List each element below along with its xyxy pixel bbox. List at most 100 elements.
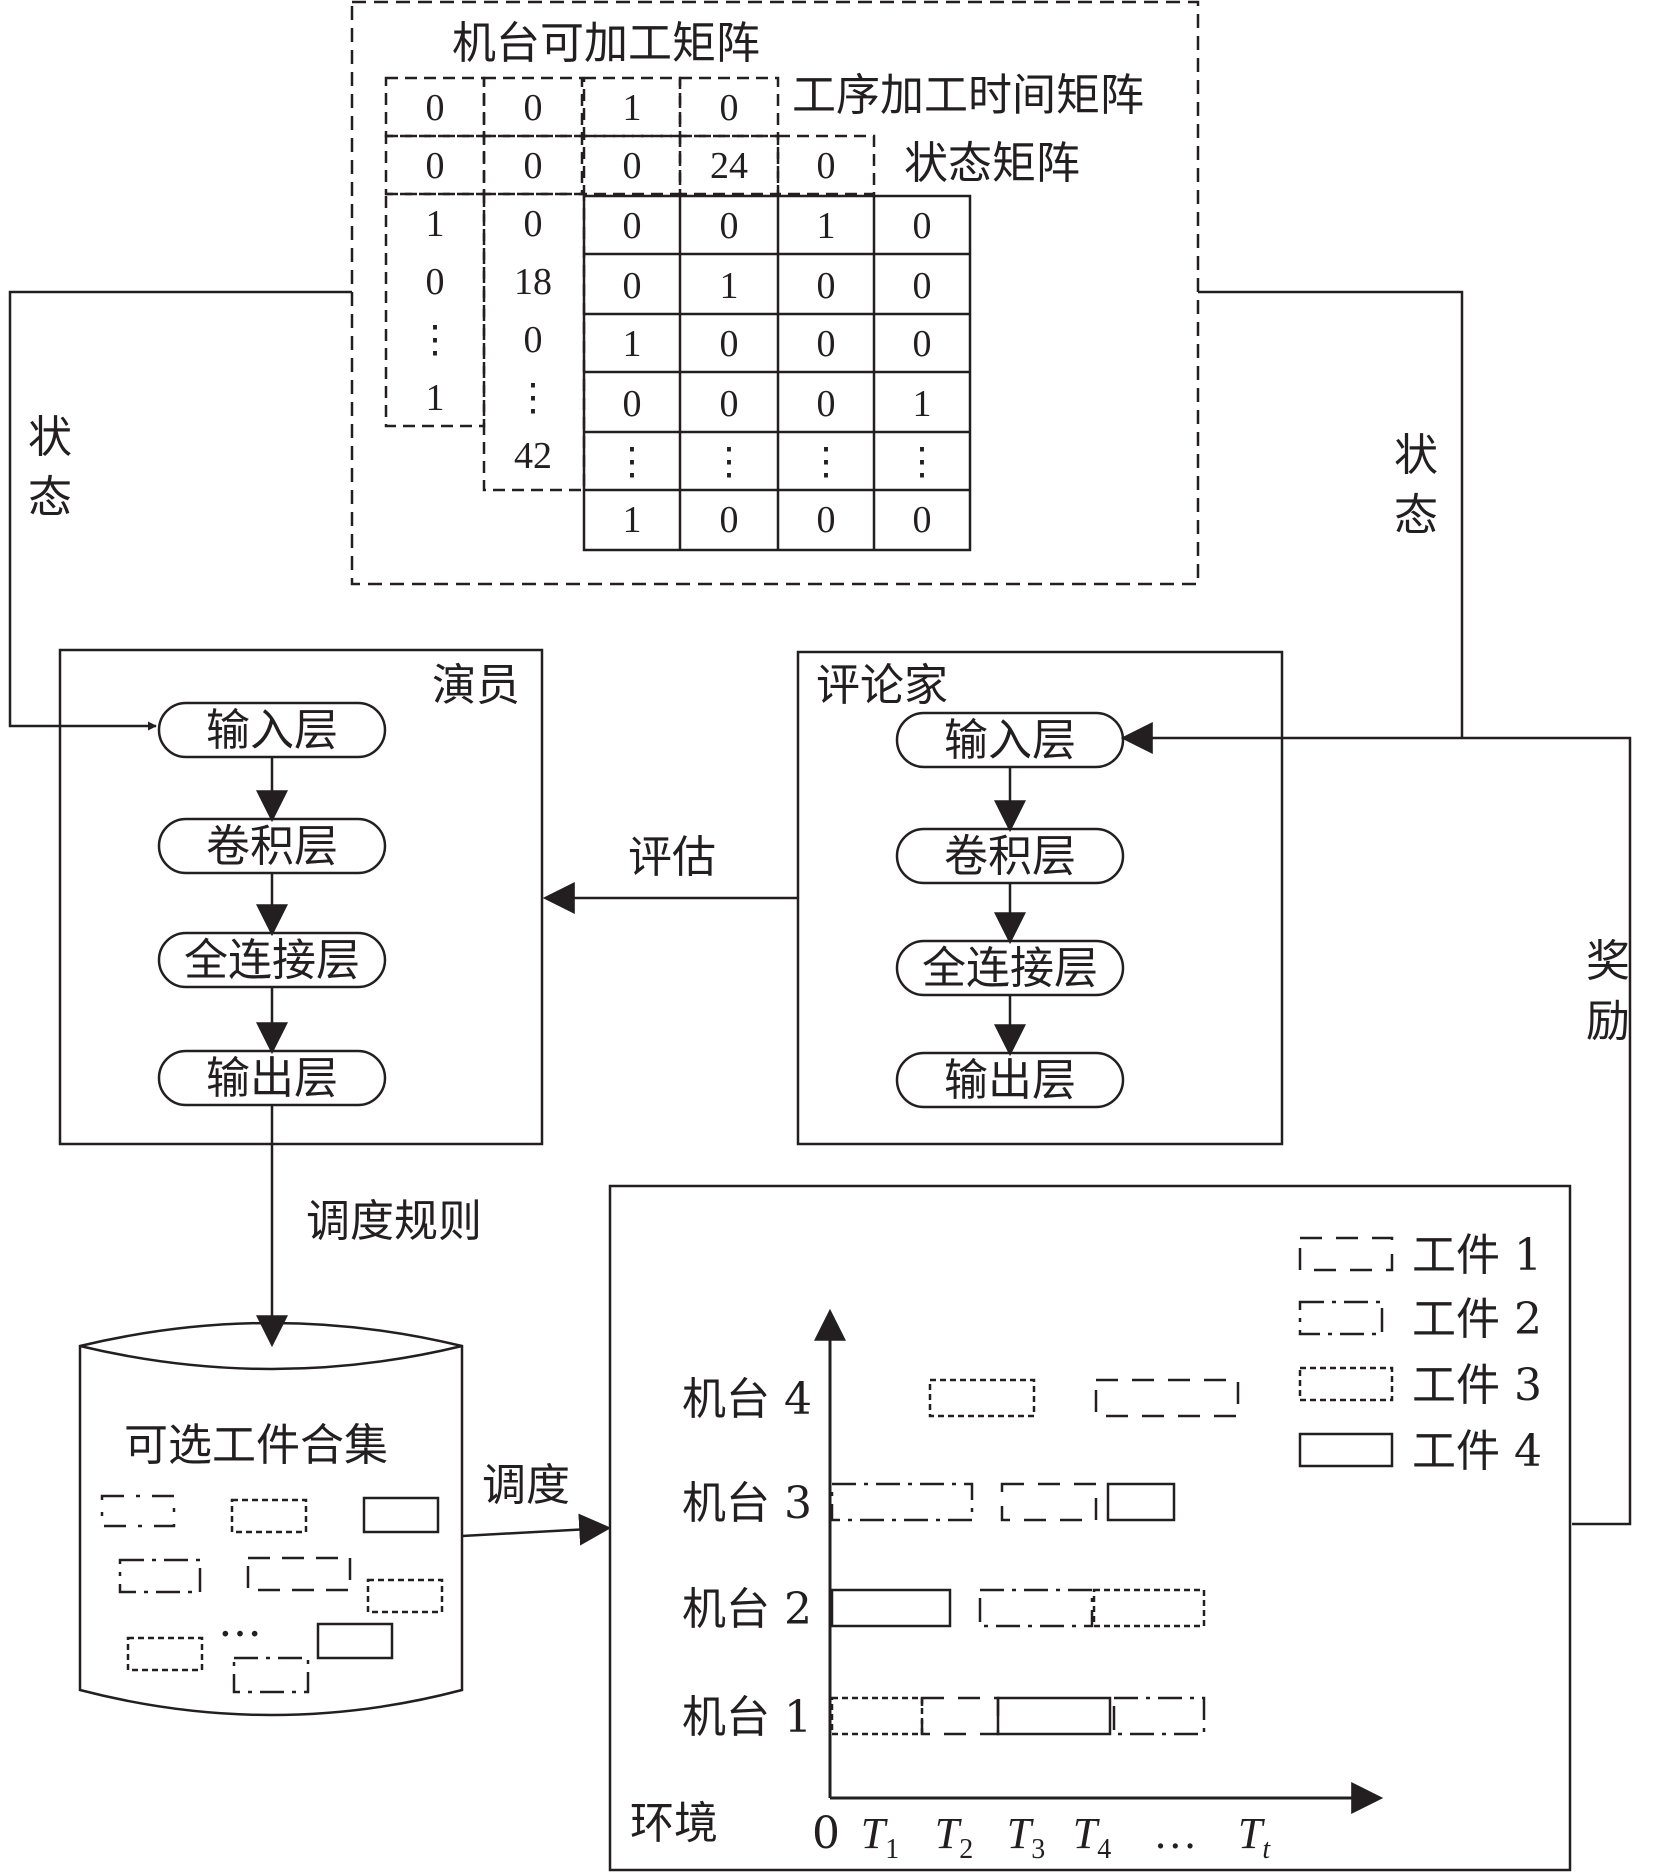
state-to-critic-line <box>1198 290 1464 738</box>
matrix-cell: 0 <box>426 145 445 187</box>
actor-layer-label: 输入层 <box>206 705 338 756</box>
bar-m1-job3 <box>830 1696 924 1736</box>
legend-label: 工件 2 <box>1412 1294 1542 1345</box>
environment-label: 环境 <box>630 1798 718 1849</box>
state-matrix-cell: 0 <box>720 205 739 247</box>
critic-box <box>796 650 1284 1146</box>
matrix-cell: 1 <box>426 377 445 419</box>
state-matrix-cell: 1 <box>913 383 932 425</box>
legend-labels: 工件 1 工件 2 工件 3 工件 4 <box>1412 1230 1542 1477</box>
matrix-cell: ⋮ <box>416 319 454 361</box>
machine-matrix-title: 机台可加工矩阵 <box>452 18 760 69</box>
actor-box <box>58 648 544 1146</box>
state-to-actor-arrow <box>8 290 352 731</box>
legend-label: 工件 1 <box>1412 1230 1542 1281</box>
machine-matrix-grid <box>384 76 876 492</box>
pool-cylinder <box>78 1321 464 1717</box>
machine-label: 机台 1 <box>682 1692 812 1743</box>
gantt-bars <box>830 1378 1240 1736</box>
bar-m4-job3 <box>928 1378 1036 1418</box>
state-matrix-cell: 0 <box>817 323 836 365</box>
state-matrix-cell: 1 <box>623 499 642 541</box>
matrix-cell: 1 <box>426 203 445 245</box>
matrix-cell: 0 <box>817 145 836 187</box>
critic-layer-label: 输入层 <box>944 715 1076 766</box>
bar-m2-job4 <box>830 1588 952 1628</box>
matrix-cell: 0 <box>524 145 543 187</box>
bar-m4-job1 <box>1094 1378 1240 1418</box>
matrix-cell: 18 <box>514 261 552 303</box>
pool-jobs <box>100 1494 444 1694</box>
legend-swatches <box>1298 1236 1394 1468</box>
state-panel: 机台可加工矩阵 工序加工时间矩阵 状态矩阵 <box>350 0 1200 586</box>
time-matrix-title: 工序加工时间矩阵 <box>792 70 1144 121</box>
x-tick-label: T1 <box>861 1809 899 1865</box>
state-matrix-cell: ⋮ <box>613 441 651 483</box>
state-label-left-1: 状 <box>28 412 72 463</box>
state-matrix-title: 状态矩阵 <box>904 138 1080 189</box>
matrix-cell: 0 <box>426 261 445 303</box>
matrix-cell: 0 <box>524 87 543 129</box>
bar-m2-job3 <box>1092 1588 1206 1628</box>
bar-m3-job1 <box>1000 1482 1098 1522</box>
machine-label: 机台 3 <box>682 1478 812 1529</box>
bar-m2-job2 <box>978 1588 1094 1628</box>
critic-title: 评论家 <box>816 660 948 711</box>
legend-swatch-job4 <box>1298 1432 1394 1468</box>
matrix-cell: 24 <box>710 145 748 187</box>
flow-lines <box>8 290 1632 1546</box>
matrix-cell: 0 <box>720 87 739 129</box>
x-tick-label: T4 <box>1073 1809 1111 1865</box>
environment-box <box>608 1184 1572 1872</box>
state-label-right-1: 状 <box>1394 430 1438 481</box>
reward-label-1: 奖 <box>1586 936 1630 987</box>
state-matrix-cell: ⋮ <box>903 441 941 483</box>
x-tick-label: … <box>1156 1809 1195 1858</box>
legend-swatch-job3 <box>1298 1366 1394 1402</box>
actor-layer-label: 卷积层 <box>206 821 338 872</box>
machine-labels: 机台 4机台 3机台 2机台 1 <box>682 1374 812 1743</box>
critic-layer-label: 输出层 <box>944 1055 1076 1106</box>
bar-m3-job2 <box>830 1482 974 1522</box>
bar-m1-job2 <box>1112 1696 1206 1736</box>
state-matrix-cell: 0 <box>720 499 739 541</box>
dispatch-label: 调度 <box>482 1460 570 1511</box>
state-matrix-cell: 0 <box>623 205 642 247</box>
evaluate-label: 评估 <box>628 832 716 883</box>
legend-swatch-job2 <box>1298 1300 1384 1336</box>
matrix-cell: 0 <box>524 203 543 245</box>
state-matrix-cell: 0 <box>623 265 642 307</box>
actor-layer-label: 全连接层 <box>184 935 360 986</box>
machine-label: 机台 2 <box>682 1584 812 1635</box>
matrix-cell: 42 <box>514 435 552 477</box>
x-origin: 0 <box>812 1808 840 1859</box>
state-matrix-cell: 0 <box>720 323 739 365</box>
legend-label: 工件 3 <box>1412 1360 1542 1411</box>
dispatch-rule-label: 调度规则 <box>306 1196 482 1247</box>
critic-layer-label: 卷积层 <box>944 831 1076 882</box>
state-matrix-cell: 0 <box>623 383 642 425</box>
matrix-cell: 0 <box>623 145 642 187</box>
state-matrix-cell: 0 <box>913 265 932 307</box>
state-matrix-cell: 0 <box>817 383 836 425</box>
pool-ellipsis: … <box>218 1596 262 1647</box>
state-matrix-cell: 0 <box>913 499 932 541</box>
state-matrix-cell: 0 <box>817 265 836 307</box>
state-matrix-cell: 0 <box>913 205 932 247</box>
matrix-cell: 1 <box>623 87 642 129</box>
state-matrix-grid <box>582 194 972 552</box>
actor-layer-box <box>157 1049 387 1107</box>
matrix-cell: 0 <box>426 87 445 129</box>
bar-m1-job4 <box>996 1696 1112 1736</box>
matrix-cell: ⋮ <box>514 377 552 419</box>
actor-layer-label: 输出层 <box>206 1053 338 1104</box>
state-matrix-cell: 0 <box>913 323 932 365</box>
x-tick-label: T2 <box>935 1809 973 1865</box>
x-tick-label: Tt <box>1238 1809 1271 1865</box>
legend-label: 工件 4 <box>1412 1426 1542 1477</box>
